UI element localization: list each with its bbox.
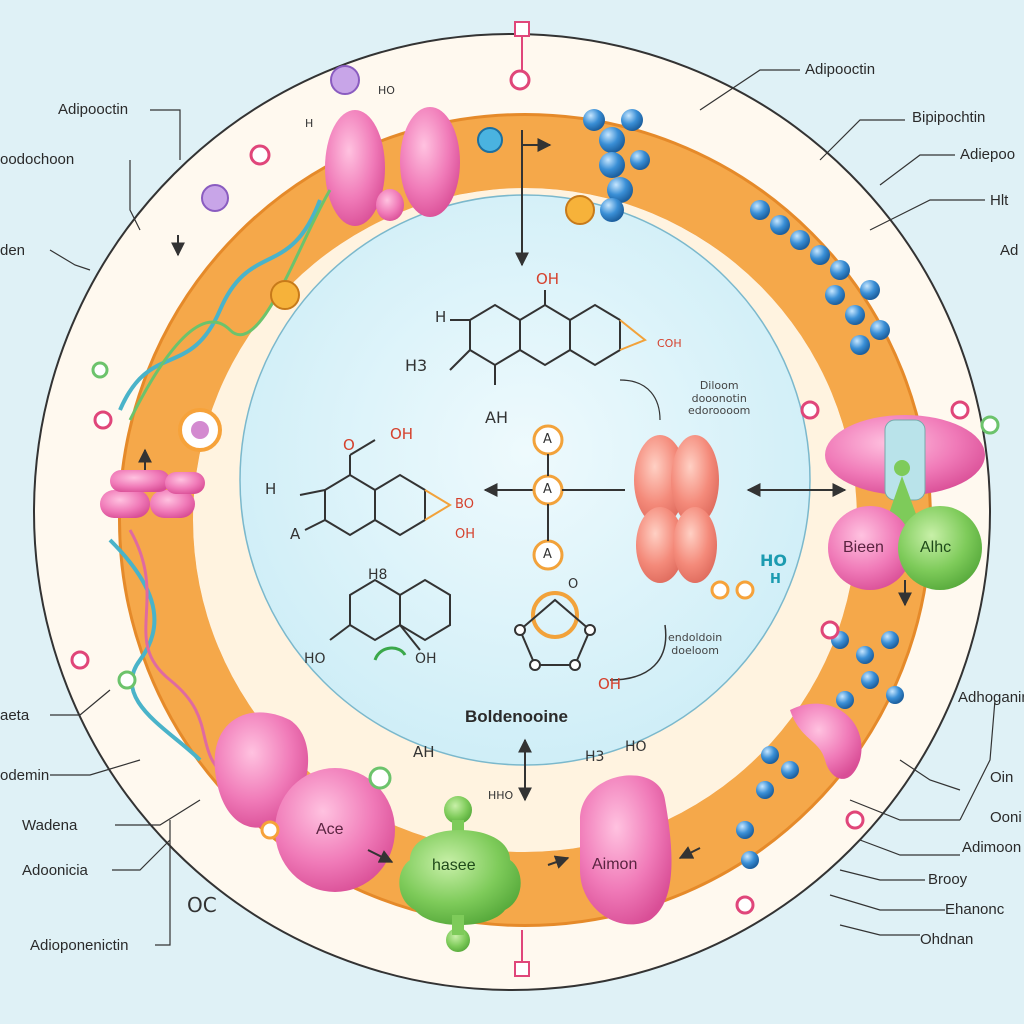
right-label-2: Bipipochtin [912, 109, 986, 126]
note-dilooom: Diloom dooonotin edoroooom [688, 379, 751, 418]
left-label-1: Adipooctin [58, 101, 129, 118]
left-connectors [49, 109, 201, 946]
aimon-protein [580, 775, 672, 925]
chem-ho-teal: HO [760, 551, 787, 570]
right-label-4: Hlt [990, 192, 1009, 209]
blue-sphere-cluster-bottom-right [736, 631, 904, 869]
chem-oh-small: OH [415, 651, 437, 667]
chem-ho-top-left: HO [378, 84, 395, 97]
chem-oh-bottom: OH [598, 675, 622, 693]
left-label-8: Adioponenictin [30, 937, 129, 954]
chem-a-left: A [290, 525, 301, 543]
ring-structure-small [329, 578, 451, 661]
chem-h-teal: H [770, 572, 781, 587]
salmon-protein-center [634, 435, 719, 583]
inner-core [239, 194, 811, 766]
chem-a2: A [543, 482, 552, 497]
center-title: Boldenooine [465, 707, 568, 726]
chem-o-left: O [343, 436, 355, 454]
blue-sphere-cluster-top [583, 109, 650, 222]
right-label-5: Ad [1000, 242, 1019, 259]
pink-slabs-left [100, 470, 205, 518]
bieen-label: Bieen [843, 539, 884, 556]
bottom-marker [514, 930, 530, 977]
steroid-structure-left [299, 439, 452, 537]
note-connector [619, 379, 661, 421]
a-chain [532, 424, 625, 571]
left-label-4: aeta [0, 707, 30, 724]
hasee-label: hasee [432, 857, 476, 874]
ace-label: Ace [316, 821, 344, 838]
chem-hho: HHO [488, 789, 514, 802]
chem-h3-top: H3 [405, 356, 428, 375]
right-label-7: Oin [990, 769, 1014, 786]
left-label-3: den [0, 242, 26, 259]
pink-protein-top [325, 107, 460, 226]
chem-h3-bottom: H3 [585, 749, 605, 765]
left-label-2: oodochoon [0, 151, 75, 168]
alhc-protein [898, 506, 982, 590]
ring-structure-bottom [514, 591, 667, 681]
helix-top-left [118, 189, 332, 421]
small-molecules [70, 65, 1000, 915]
chem-ho-bottom: HO [625, 739, 647, 755]
right-label-12: Ohdnan [920, 931, 974, 948]
chem-h-top-left: H [305, 117, 314, 130]
right-label-11: Ehanonc [945, 901, 1005, 918]
right-label-10: Brooy [928, 871, 968, 888]
left-label-7: Adoonicia [22, 862, 88, 879]
pink-curved-protein-right [790, 703, 862, 779]
chem-ah-top: AH [485, 408, 508, 427]
chem-o-ring: O [568, 577, 579, 592]
note-endoldoin: endoldoin doeloom [668, 631, 723, 657]
chem-oh-left2: OH [455, 527, 476, 542]
chem-h8: H8 [368, 567, 388, 583]
chem-oh-left: OH [390, 425, 414, 443]
ace-protein [275, 768, 395, 892]
chem-oc: OC [187, 893, 217, 917]
steroid-structure-top [449, 290, 647, 385]
chem-ho-small: HO [304, 651, 326, 667]
pink-channel-protein-right [825, 415, 985, 525]
chem-coh: COH [657, 337, 682, 350]
right-label-3: Adiepoo [960, 146, 1016, 163]
chem-bo-left: BO [455, 497, 474, 512]
top-marker [514, 21, 530, 72]
chem-a1: A [543, 432, 552, 447]
helix-bottom-left [108, 529, 231, 782]
bieen-protein [828, 506, 912, 590]
left-label-6: Wadena [22, 817, 78, 834]
chem-oh-top: OH [536, 270, 560, 288]
aimon-label: Aimon [592, 856, 638, 873]
right-label-1: Adipooctin [805, 61, 876, 78]
right-label-6: Adhoganim [958, 689, 1024, 706]
alhc-label: Alhc [920, 539, 952, 556]
chem-h-top: H [435, 308, 447, 326]
right-label-8: Ooni [990, 809, 1022, 826]
chem-a3: A [543, 547, 552, 562]
chem-ah-bottom: AH [413, 743, 435, 761]
hasee-protein [399, 796, 521, 952]
right-connectors [699, 69, 996, 936]
blue-sphere-chain-right [750, 200, 890, 355]
left-label-5: odemin [0, 767, 50, 784]
right-label-9: Adimoon [962, 839, 1022, 856]
chem-h-left: H [265, 480, 277, 498]
